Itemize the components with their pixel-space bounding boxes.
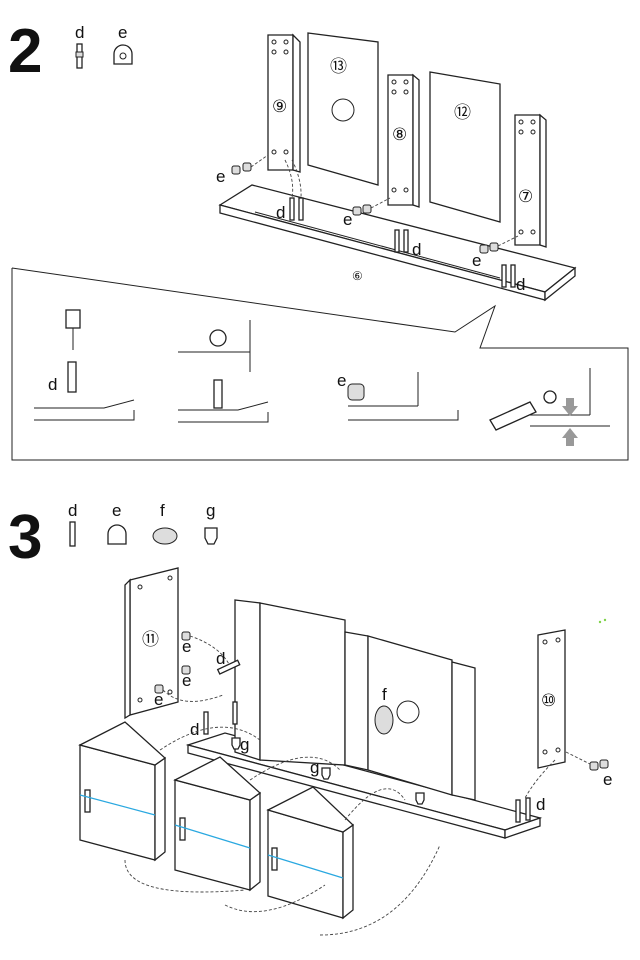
back-panel bbox=[234, 599, 476, 801]
callout-e: e bbox=[182, 671, 191, 690]
step-2-number: 2 bbox=[8, 17, 42, 86]
callout-g: g bbox=[240, 735, 249, 754]
panel-10 bbox=[537, 629, 566, 769]
callout-d: d bbox=[276, 203, 285, 222]
panel-7-label: ⑦ bbox=[518, 187, 533, 206]
stray-dot bbox=[598, 620, 602, 624]
screwdriver-icon bbox=[489, 401, 537, 431]
step2-hardware bbox=[231, 154, 519, 288]
cabinet-unit bbox=[266, 786, 355, 920]
dowel-pin-icon bbox=[69, 521, 76, 547]
cabinet-unit bbox=[78, 721, 167, 862]
part-f-label: f bbox=[160, 501, 165, 520]
callout-e: e bbox=[603, 770, 612, 789]
panel-11 bbox=[124, 567, 179, 720]
callout-e: e bbox=[216, 167, 225, 186]
panel-8 bbox=[387, 73, 420, 208]
part-e-label: e bbox=[118, 23, 127, 42]
detail-box: d e bbox=[11, 267, 629, 461]
part-g-label: g bbox=[206, 501, 215, 520]
vent-grommet bbox=[374, 700, 420, 735]
panel-13 bbox=[307, 32, 379, 186]
detail-d-label: d bbox=[48, 375, 57, 394]
panel-7 bbox=[514, 113, 547, 248]
detail-e-label: e bbox=[337, 371, 346, 390]
panel-8-label: ⑧ bbox=[392, 125, 407, 144]
cabinet-unit bbox=[173, 756, 262, 892]
callout-f: f bbox=[382, 685, 387, 704]
screwdriver-icon bbox=[65, 309, 81, 350]
panel-12-label: ⑫ bbox=[454, 103, 471, 122]
step3-hardware bbox=[154, 631, 609, 823]
panel-9-label: ⑨ bbox=[272, 97, 287, 116]
callout-d: d bbox=[536, 795, 545, 814]
foot-glide-icon bbox=[204, 527, 218, 545]
board-6-label: ⑥ bbox=[352, 269, 363, 283]
callout-e: e bbox=[182, 637, 191, 656]
part-d-label: d bbox=[75, 23, 84, 42]
stray-dot bbox=[603, 618, 607, 622]
callout-d: d bbox=[412, 240, 421, 259]
callout-e: e bbox=[472, 251, 481, 270]
callout-e: e bbox=[343, 210, 352, 229]
panel-11-label: ⑪ bbox=[142, 630, 159, 649]
part-d-label: d bbox=[68, 501, 77, 520]
panel-10-label: ⑩ bbox=[541, 691, 556, 710]
panel-9 bbox=[267, 33, 301, 173]
callout-d: d bbox=[516, 275, 525, 294]
callout-g: g bbox=[310, 758, 319, 777]
callout-d: d bbox=[190, 720, 199, 739]
panel-12 bbox=[429, 71, 501, 223]
cam-lock-icon bbox=[107, 524, 127, 545]
parts-list-step-2: d e bbox=[75, 23, 133, 69]
cabinet-motion-path bbox=[124, 726, 441, 936]
panel-13-label: ⑬ bbox=[330, 57, 347, 76]
part-e-label: e bbox=[112, 501, 121, 520]
callout-d: d bbox=[216, 649, 225, 668]
parts-list-step-3: d e f g bbox=[68, 501, 218, 547]
callout-e: e bbox=[154, 690, 163, 709]
dowel-pin-icon bbox=[75, 43, 84, 69]
cam-lock-icon bbox=[113, 44, 133, 65]
vent-grommet-icon bbox=[152, 527, 178, 545]
dowel-pin-icon bbox=[67, 361, 77, 393]
step-3-number: 3 bbox=[8, 503, 42, 572]
